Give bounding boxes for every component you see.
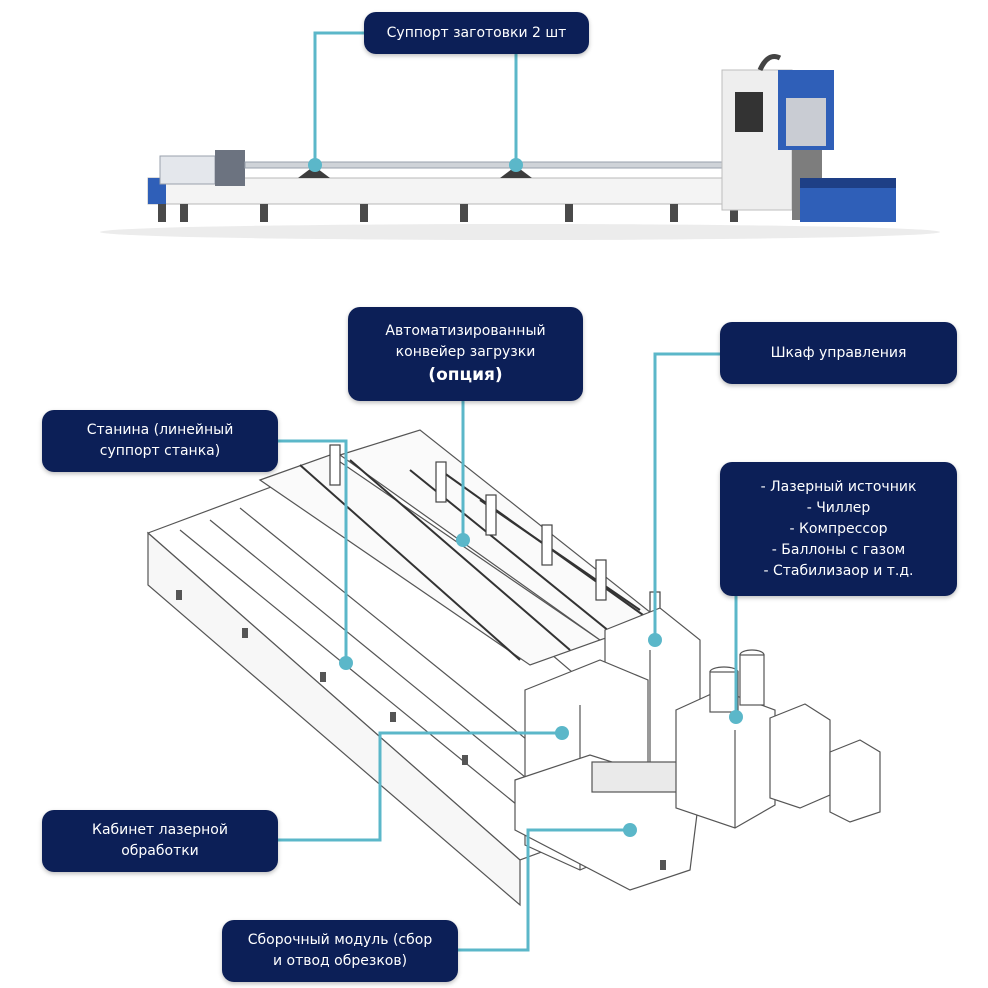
equipment-item: - Лазерный источник <box>760 478 917 495</box>
machine-frame-line1: Станина (линейный <box>86 422 234 438</box>
loading-conveyor-line1: Автоматизированный <box>385 323 546 339</box>
control-cabinet-label: Шкаф управления <box>720 322 957 384</box>
tube-laser-machine-side-view <box>100 54 940 240</box>
equipment-item: - Чиллер <box>806 499 871 516</box>
equipment-item: - Баллоны с газом <box>771 541 906 558</box>
workpiece-support-label: Суппорт заготовки 2 шт <box>364 12 589 54</box>
equipment-list-label: - Лазерный источник - Чиллер - Компрессо… <box>720 462 957 596</box>
assembly-module-label: Сборочный модуль (сбор и отвод обрезков) <box>222 920 458 982</box>
control-cabinet-text: Шкаф управления <box>770 344 907 361</box>
equipment-item: - Компрессор <box>789 520 888 537</box>
loading-conveyor-label: Автоматизированный конвейер загрузки (оп… <box>348 307 583 401</box>
machine-frame-label: Станина (линейный суппорт станка) <box>42 410 278 472</box>
workpiece-support-text: Суппорт заготовки 2 шт <box>386 24 567 41</box>
loading-conveyor-line2: конвейер загрузки <box>395 344 536 360</box>
laser-cabinet-line1: Кабинет лазерной <box>92 822 228 838</box>
equipment-item: - Стабилизаор и т.д. <box>763 562 914 579</box>
assembly-module-line1: Сборочный модуль (сбор <box>247 932 433 948</box>
assembly-module-line2: и отвод обрезков) <box>272 953 408 969</box>
machine-frame-line2: суппорт станка) <box>99 443 221 459</box>
laser-cabinet-line2: обработки <box>121 843 199 859</box>
loading-conveyor-option: (опция) <box>428 365 503 385</box>
laser-cabinet-label: Кабинет лазерной обработки <box>42 810 278 872</box>
